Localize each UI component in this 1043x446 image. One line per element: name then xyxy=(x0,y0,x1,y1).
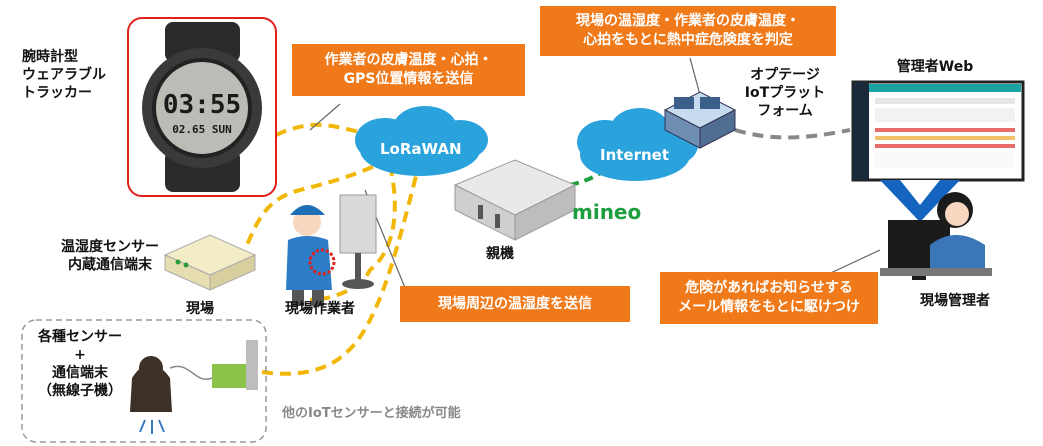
field-sensor-frame xyxy=(21,319,267,443)
worker-label: 現場作業者 xyxy=(285,301,355,317)
lorawan-label: LoRaWAN xyxy=(380,140,462,158)
gateway-label: 親機 xyxy=(486,246,514,262)
sensor-to-lorawan-link xyxy=(238,148,402,261)
field-sensor-icon xyxy=(130,340,258,434)
mineo-logo: mineo xyxy=(572,200,642,224)
various-sensors-label: 各種センサー + 通信端末 （無線子機） xyxy=(38,329,122,399)
gateway-device-icon xyxy=(453,159,577,241)
judge-risk-pointer xyxy=(689,57,701,96)
screen-link-triangle-inner xyxy=(900,180,940,205)
wearable-label: 腕時計型 ウェアラブル トラッカー xyxy=(22,49,106,101)
platform-to-web-link xyxy=(734,128,851,140)
admin-web-screen xyxy=(851,80,1025,182)
field-sensor-to-lorawan-link xyxy=(261,159,422,376)
other-iot-note: 他のIoTセンサーと接続が可能 xyxy=(282,406,461,421)
send-env-callout: 現場周辺の温湿度を送信 xyxy=(400,286,630,322)
worker-to-lorawan-link xyxy=(309,164,397,302)
sensor-terminal-icon xyxy=(163,234,257,291)
send-vitals-callout: 作業者の皮膚温度・心拍・ GPS位置情報を送信 xyxy=(292,44,525,96)
manager-icon xyxy=(880,192,992,280)
server-icon xyxy=(663,91,737,149)
send-vitals-pointer xyxy=(309,103,341,131)
internet-label: Internet xyxy=(600,146,670,164)
site-label: 現場 xyxy=(186,301,214,317)
judge-risk-callout: 現場の温湿度・作業者の皮膚温度・ 心拍をもとに熱中症危険度を判定 xyxy=(540,6,836,56)
worker-icon xyxy=(286,194,377,306)
watch-time: 03:55 xyxy=(163,90,241,120)
platform-label: オプテージ IoTプラット フォーム xyxy=(744,67,826,119)
watch-icon xyxy=(142,22,262,192)
lorawan-cloud-icon xyxy=(355,106,488,176)
notify-callout: 危険があればお知らせする メール情報をもとに駆けつけ xyxy=(660,272,878,324)
gateway-to-internet-link xyxy=(569,163,612,187)
site-manager-label: 現場管理者 xyxy=(920,293,990,309)
watch-date: 02.65 SUN xyxy=(172,123,232,136)
sensor-terminal-label: 温湿度センサー 内蔵通信端末 xyxy=(61,239,159,273)
admin-web-label: 管理者Web xyxy=(896,59,974,75)
